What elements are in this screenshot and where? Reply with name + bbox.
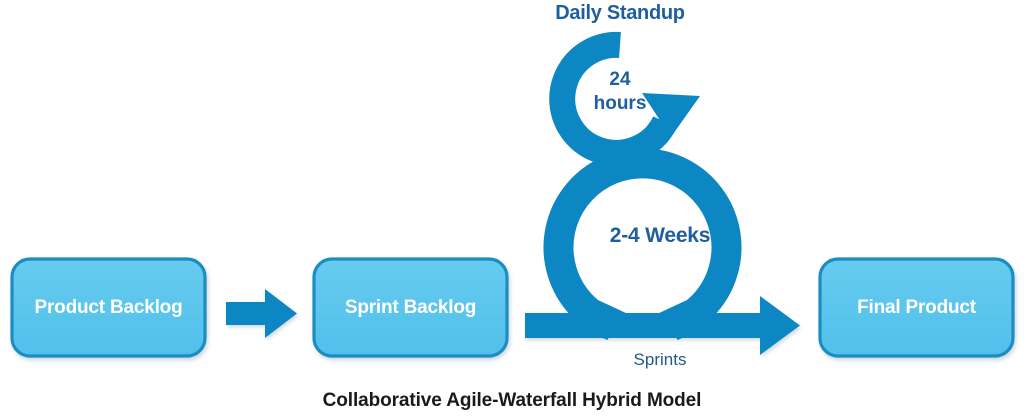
- daily-standup-duration: 24 hours: [545, 68, 695, 117]
- stage-box-final-product[interactable]: [818, 257, 1015, 358]
- sprints-caption: Sprints: [633, 350, 687, 369]
- backlog-to-sprint-arrow: [226, 289, 297, 338]
- sprint-arrowhead-icon: [657, 300, 687, 330]
- long-arrow-right-icon: [525, 296, 800, 355]
- daily-standup-cycle-icon: [549, 31, 700, 166]
- daily-standup-caption: Daily Standup: [555, 2, 685, 24]
- product-backlog-shape: [10, 257, 207, 358]
- sprint-cycle-icon: [543, 148, 742, 341]
- sprint-backlog-shape: [312, 257, 509, 358]
- sprint-duration-label: 2-4 Weeks: [609, 224, 711, 247]
- daily-standup-duration-unit: hours: [593, 93, 647, 115]
- stage-box-product-backlog[interactable]: [10, 257, 207, 358]
- sprint-ring-left-tip: [598, 300, 628, 330]
- stage-box-sprint-backlog[interactable]: [312, 257, 509, 358]
- sprint-ring: [543, 148, 742, 341]
- block-arrow-right-icon: [226, 289, 297, 338]
- daily-standup-duration-value: 24: [609, 69, 631, 90]
- sprints-to-product-arrow: [525, 296, 800, 355]
- final-product-shape: [818, 257, 1015, 358]
- diagram-title: Collaborative Agile-Waterfall Hybrid Mod…: [322, 390, 702, 411]
- daily-standup-arrowhead-icon: [642, 93, 700, 137]
- daily-standup-ring: [549, 31, 677, 166]
